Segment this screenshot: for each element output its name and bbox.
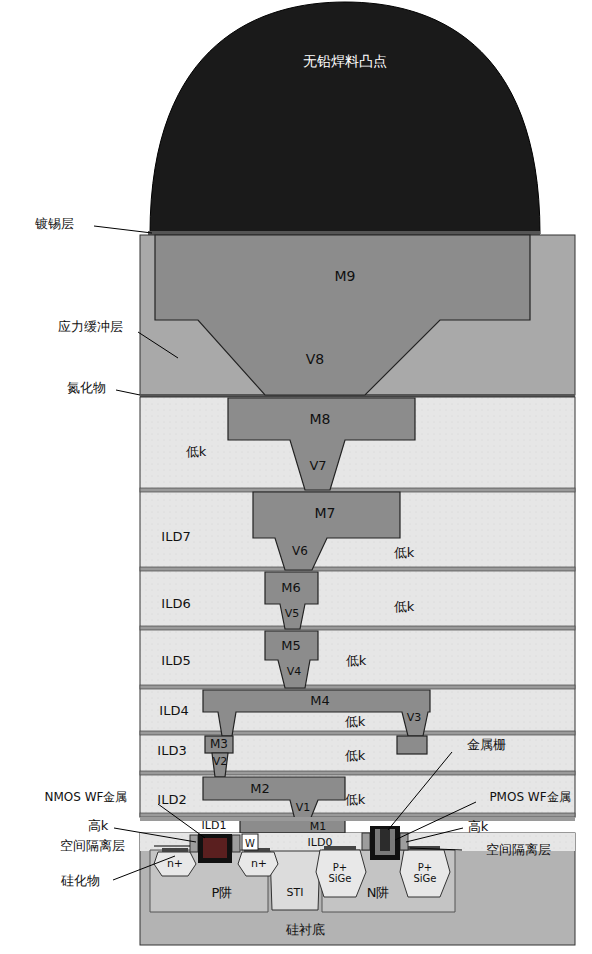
part-label: ILD0 [308, 837, 333, 849]
part-label: V3 [407, 712, 422, 724]
part-label: P阱 [212, 886, 233, 900]
part-label: ILD3 [157, 744, 186, 758]
part-label: ILD7 [161, 530, 190, 544]
part-label: M4 [310, 694, 330, 708]
part-label: V8 [306, 352, 324, 367]
part-label: M9 [335, 269, 356, 284]
part-label: P+ SiGe [322, 862, 358, 884]
part-label: M1 [310, 821, 327, 833]
part-label: 低k [346, 654, 367, 668]
part-label: 低k [394, 600, 415, 614]
part-label: V5 [285, 608, 300, 620]
part-label: M8 [310, 412, 331, 427]
part-label: 低k [345, 749, 366, 763]
part-label: V1 [296, 802, 311, 814]
part-label: n+ [251, 858, 267, 870]
part-label: ILD5 [161, 654, 190, 668]
part-label: 空间隔离层 [60, 839, 125, 853]
part-label: 高k [468, 820, 489, 834]
part-label: NMOS WF金属 [45, 791, 128, 804]
part-label: 金属栅 [467, 738, 506, 752]
part-label: 高k [88, 819, 109, 833]
part-label: 低k [394, 546, 415, 560]
part-label: M5 [281, 639, 301, 653]
part-label: M3 [210, 738, 228, 751]
part-label: ILD6 [161, 597, 190, 611]
part-label: STI [287, 887, 304, 899]
part-label: 镀锡层 [35, 217, 74, 231]
part-label: PMOS WF金属 [489, 791, 570, 804]
part-label: 无铅焊料凸点 [303, 54, 387, 69]
part-label: M6 [281, 581, 301, 595]
part-label: V4 [287, 666, 302, 678]
part-label: 低k [345, 793, 366, 807]
part-label: n+ [167, 858, 183, 870]
part-label: P+ SiGe [407, 862, 443, 884]
part-label: M7 [315, 506, 336, 521]
part-label: M2 [250, 782, 270, 796]
part-label: 低k [345, 715, 366, 729]
part-label: 硅衬底 [286, 923, 325, 937]
part-label: W [245, 838, 255, 849]
part-label: V2 [213, 756, 228, 768]
part-label: 应力缓冲层 [58, 320, 123, 334]
part-label: V6 [292, 545, 308, 558]
part-label: 氮化物 [67, 381, 106, 395]
part-label: 硅化物 [61, 874, 100, 888]
part-label: ILD2 [157, 793, 186, 807]
part-label: 空间隔离层 [486, 843, 551, 857]
part-label: ILD4 [159, 704, 188, 718]
part-label: V7 [309, 459, 326, 473]
part-label: 低k [186, 445, 207, 459]
part-label: ILD1 [202, 820, 227, 832]
part-label: N阱 [367, 886, 390, 900]
